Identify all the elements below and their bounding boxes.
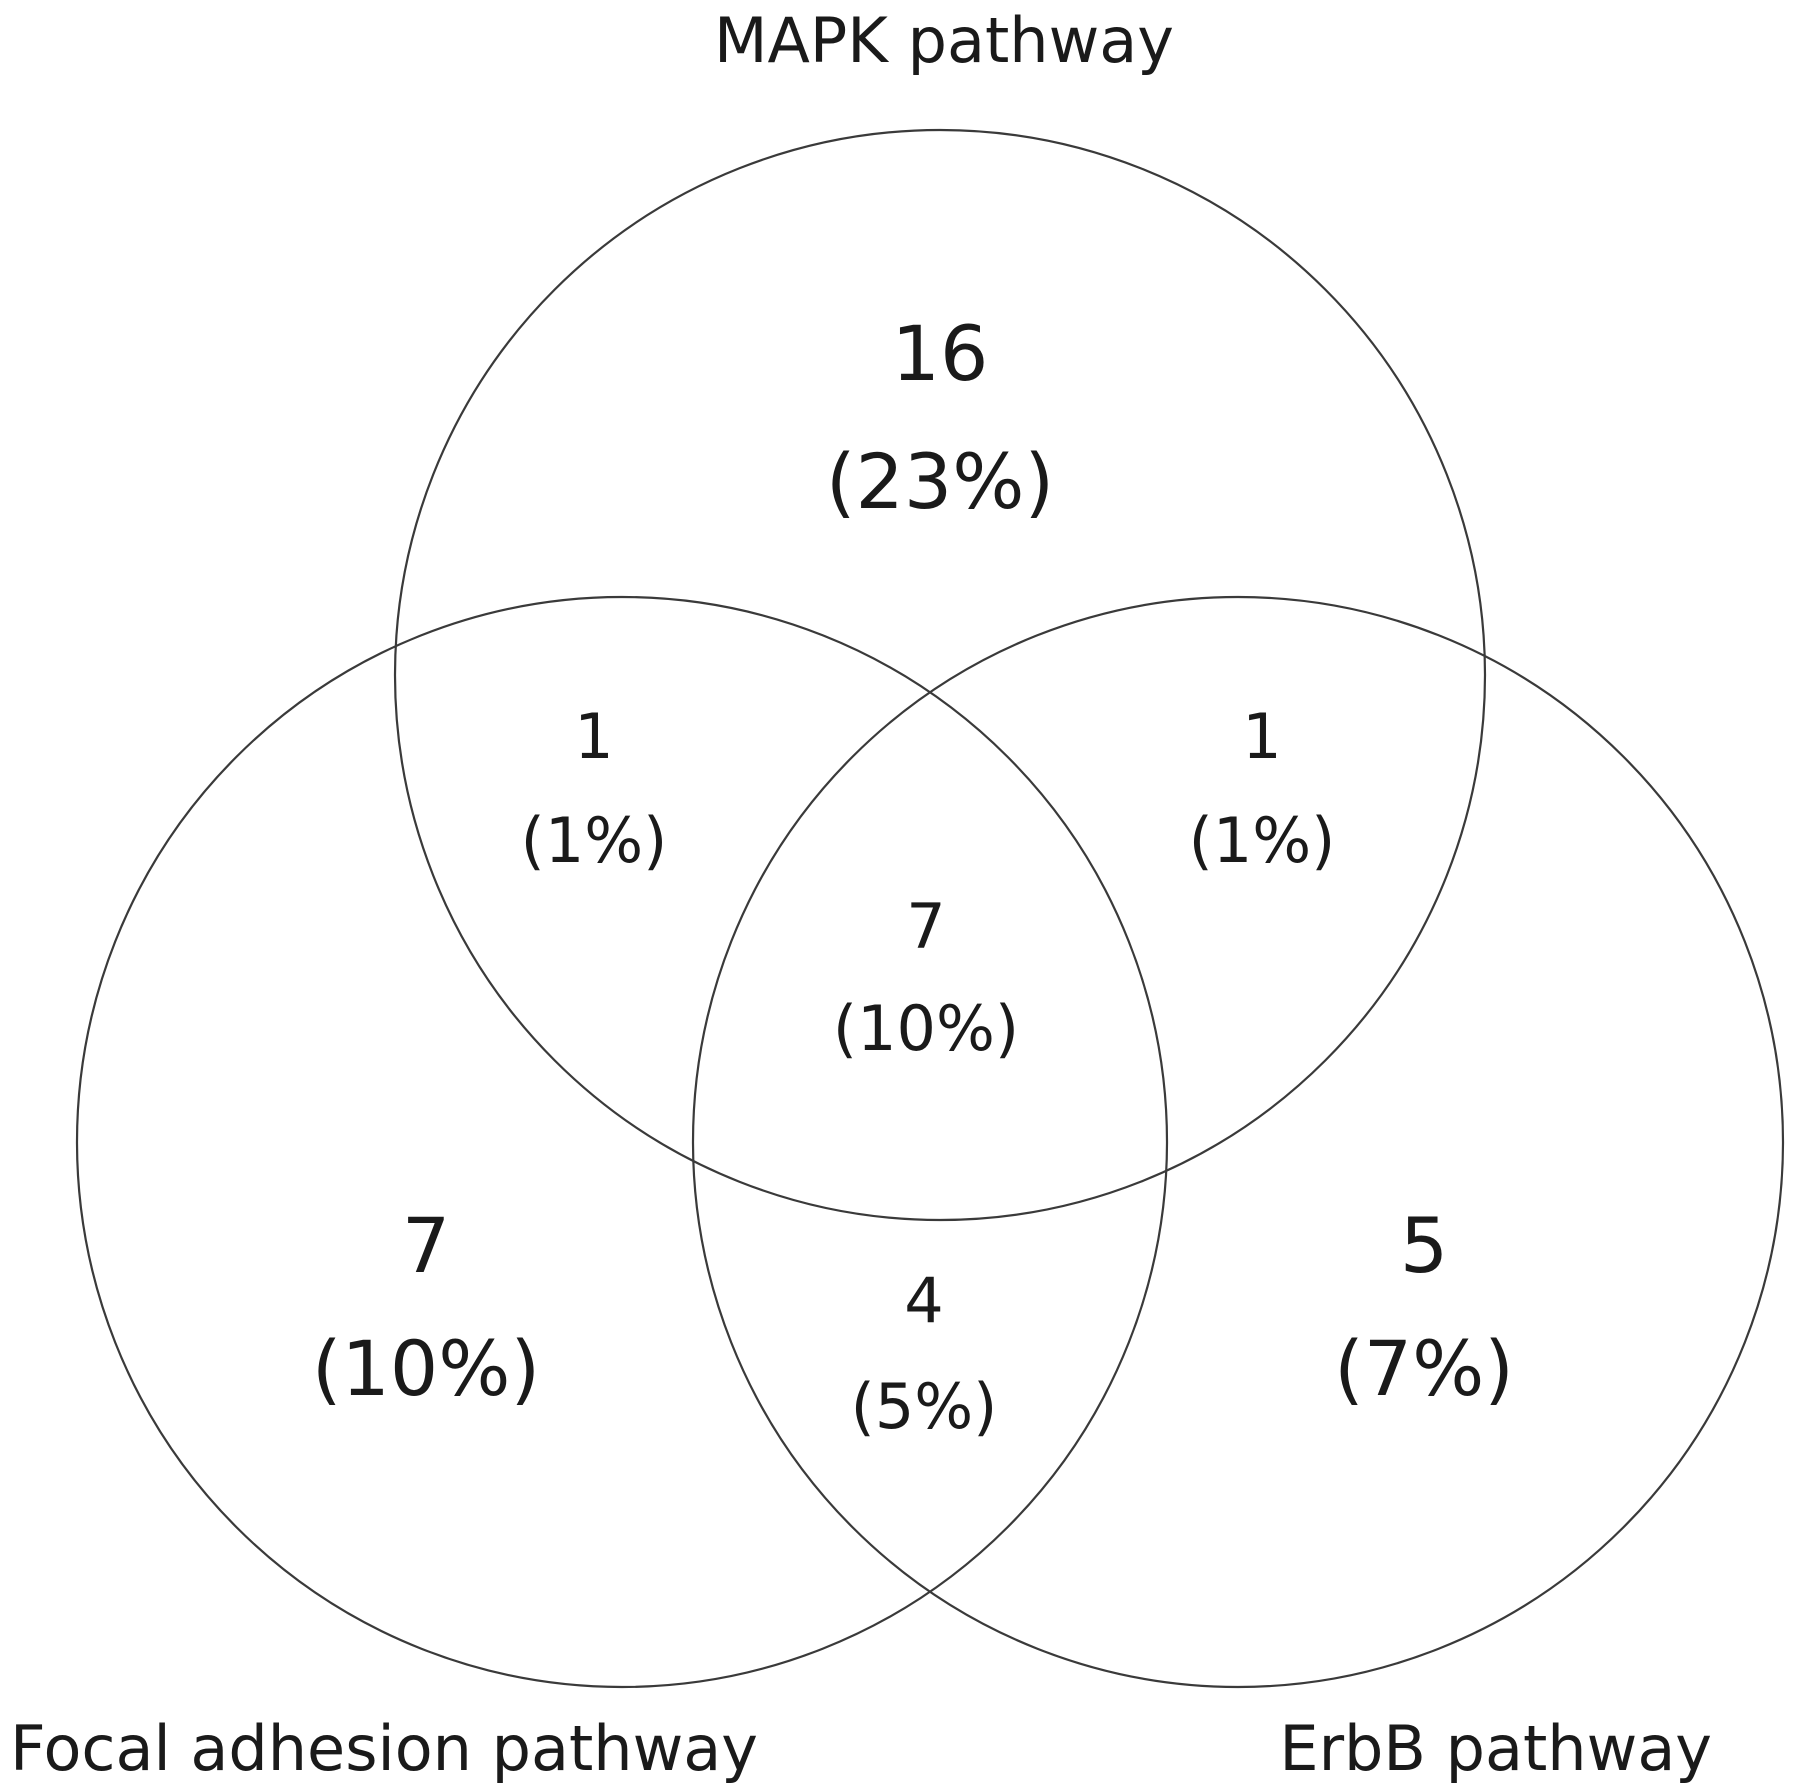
focal-only-percent: (10%) xyxy=(312,1324,540,1413)
mapk-focal-percent: (1%) xyxy=(521,804,668,877)
erbb-only-count: 5 xyxy=(1400,1201,1448,1290)
all-three-count: 7 xyxy=(906,890,945,963)
mapk-circle xyxy=(393,128,1487,1222)
mapk-erbb-count: 1 xyxy=(1242,700,1281,773)
erbb-circle xyxy=(691,595,1785,1689)
mapk-only-count: 16 xyxy=(892,309,989,398)
focal-only-count: 7 xyxy=(402,1201,450,1290)
erbb-set-label: ErbB pathway xyxy=(1279,1712,1712,1785)
focal-adhesion-circle xyxy=(75,595,1169,1689)
erbb-only-percent: (7%) xyxy=(1334,1324,1514,1413)
mapk-set-label: MAPK pathway xyxy=(714,4,1174,77)
all-three-percent: (10%) xyxy=(833,992,1019,1065)
focal-adhesion-set-label: Focal adhesion pathway xyxy=(10,1712,758,1785)
mapk-erbb-percent: (1%) xyxy=(1189,804,1336,877)
mapk-only-percent: (23%) xyxy=(826,437,1054,526)
focal-erbb-percent: (5%) xyxy=(851,1370,998,1443)
mapk-focal-count: 1 xyxy=(574,700,613,773)
focal-erbb-count: 4 xyxy=(904,1264,943,1337)
